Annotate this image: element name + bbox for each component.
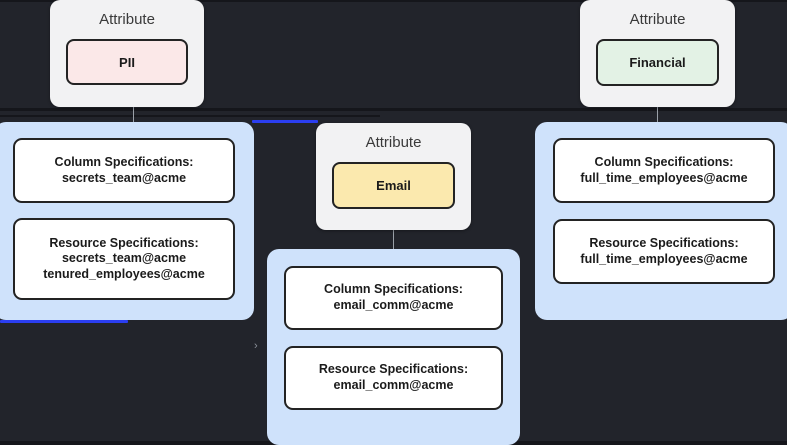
spec-card-value: full_time_employees@acme [580,251,748,266]
spec-card-title: Column Specifications: [594,154,734,169]
selection-accent-bottom [0,320,128,323]
spec-card-value: email_comm@acme [333,378,454,392]
attribute-card-title: Attribute [629,11,686,28]
attribute-badge-pii[interactable]: PII [66,39,188,85]
column-specifications-card[interactable]: Column Specifications: email_comm@acme [284,266,503,330]
spec-group-pii[interactable]: Column Specifications: secrets_team@acme… [0,122,254,320]
selection-accent-top [252,120,318,123]
spec-card-value: email_comm@acme [333,298,454,312]
spec-card-value: secrets_team@acme [61,251,187,266]
connector-email [393,230,394,250]
attribute-badge-email[interactable]: Email [332,162,455,209]
spec-card-value: secrets_team@acme [61,170,187,185]
spec-card-title: Resource Specifications: [589,235,739,250]
connector-financial [657,107,658,123]
spec-card-value: tenured_employees@acme [43,266,205,281]
attribute-card-financial[interactable]: Attribute Financial [580,0,735,107]
column-specifications-card[interactable]: Column Specifications: secrets_team@acme [13,138,235,203]
connector-pii [133,107,134,123]
band-top [0,108,787,111]
attribute-card-email[interactable]: Attribute Email [316,123,471,230]
resource-specifications-card[interactable]: Resource Specifications: secrets_team@ac… [13,218,235,300]
band-mid-left [0,115,380,117]
band-upper [0,0,787,2]
resource-specifications-card[interactable]: Resource Specifications: full_time_emplo… [553,219,775,284]
spec-group-financial[interactable]: Column Specifications: full_time_employe… [535,122,787,320]
attribute-badge-financial[interactable]: Financial [596,39,719,86]
spec-card-title: Column Specifications: [324,282,463,297]
chevron-right-icon[interactable]: › [254,340,258,352]
attribute-card-title: Attribute [365,134,422,151]
resource-specifications-card[interactable]: Resource Specifications: email_comm@acme [284,346,503,410]
spec-group-email[interactable]: Column Specifications: email_comm@acme R… [267,249,520,445]
spec-card-value: full_time_employees@acme [580,170,748,185]
attribute-card-title: Attribute [99,11,155,28]
attribute-card-pii[interactable]: Attribute PII [50,0,204,107]
spec-card-title: Resource Specifications: [49,235,199,250]
spec-card-title: Column Specifications: [54,154,194,169]
column-specifications-card[interactable]: Column Specifications: full_time_employe… [553,138,775,203]
spec-card-title: Resource Specifications: [318,362,469,377]
